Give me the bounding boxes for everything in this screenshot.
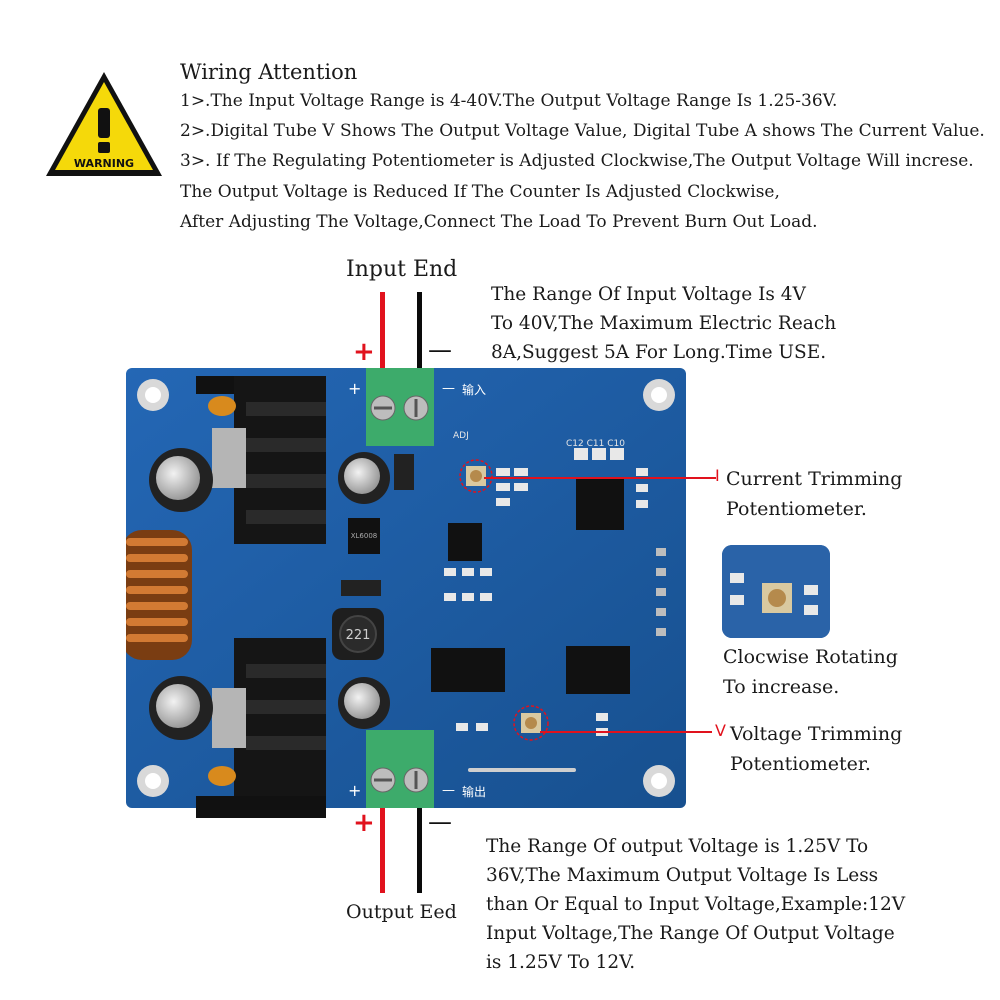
board-output-plus: + (348, 781, 361, 800)
output-terminal-block[interactable] (366, 730, 434, 808)
attention-line-4: The Output Voltage is Reduced If The Cou… (180, 182, 780, 202)
input-terminal-block[interactable] (366, 368, 434, 446)
clockwise-line: Clocwise Rotating (723, 646, 898, 668)
heatsink-bottom (196, 638, 326, 818)
input-range-line: To 40V,The Maximum Electric Reach (491, 313, 837, 334)
sense-resistor (341, 580, 381, 596)
capacitor-center-bottom (338, 677, 390, 729)
output-negative-wire (417, 808, 422, 893)
clockwise-line: To increase. (723, 676, 840, 698)
input-range-description: The Range Of Input Voltage Is 4V To 40V,… (491, 280, 836, 367)
board-input-plus: + (348, 379, 361, 398)
voltage-trim-line: Potentiometer. (730, 753, 871, 775)
input-range-line: 8A,Suggest 5A For Long.Time USE. (491, 342, 827, 363)
input-minus-sign: — (428, 336, 452, 364)
input-end-label: Input End (346, 257, 458, 282)
output-range-line: is 1.25V To 12V. (486, 952, 636, 973)
attention-line-2: 2>.Digital Tube V Shows The Output Volta… (180, 121, 985, 141)
output-minus-sign: — (428, 808, 452, 836)
output-range-description: The Range Of output Voltage is 1.25V To … (486, 832, 905, 977)
ic-chip-xl: XL6008 (348, 518, 380, 554)
caps-label: C12 C11 C10 (566, 439, 625, 449)
ceramic-capacitor (208, 766, 236, 786)
current-potentiometer[interactable] (459, 459, 493, 493)
ic-chip-right (566, 646, 630, 694)
current-trim-label: Current Trimming Potentiometer. (726, 464, 902, 524)
input-plus-sign: + (353, 337, 375, 367)
voltage-potentiometer[interactable] (513, 705, 549, 741)
board-output-minus: — (442, 783, 455, 798)
input-range-line: The Range Of Input Voltage Is 4V (491, 284, 806, 305)
output-positive-wire (380, 808, 385, 893)
zoom-image (722, 545, 830, 638)
board-output-text: 输出 (462, 784, 486, 799)
toroid-inductor (126, 530, 192, 660)
ceramic-capacitor (208, 396, 236, 416)
output-range-line: 36V,The Maximum Output Voltage Is Less (486, 865, 879, 886)
capacitor-left-bottom (149, 676, 213, 740)
output-range-line: than Or Equal to Input Voltage,Example:1… (486, 894, 906, 915)
inductor-code: 221 (346, 628, 371, 643)
attention-line-5: After Adjusting The Voltage,Connect The … (180, 212, 818, 232)
ic-chip-left (431, 648, 505, 692)
ic-chip-display-driver (576, 478, 624, 530)
converter-board: 221 XL6008 ADJ C12 C11 C10 (126, 368, 686, 818)
voltage-callout-line (540, 731, 712, 733)
diode (394, 454, 414, 490)
clockwise-rotating-note: Clocwise Rotating To increase. (723, 642, 898, 702)
chip-label: XL6008 (351, 532, 378, 540)
attention-line-3: 3>. If The Regulating Potentiometer is A… (180, 151, 974, 171)
input-negative-wire (417, 292, 422, 372)
smd-inductor: 221 (332, 608, 384, 660)
voltage-trim-line: Voltage Trimming (730, 723, 903, 745)
output-end-label: Output Eed (346, 901, 457, 923)
mounting-holes (137, 379, 675, 797)
output-plus-sign: + (353, 808, 375, 838)
attention-line-1: 1>.The Input Voltage Range is 4-40V.The … (180, 91, 838, 111)
board-input-minus: — (442, 381, 455, 396)
capacitor-left-top (149, 448, 213, 512)
voltage-marker: V (715, 721, 726, 740)
adj-label: ADJ (453, 431, 469, 441)
board-input-text: 输入 (462, 382, 486, 397)
capacitor-center-top (338, 452, 390, 504)
ic-chip-opamp (448, 523, 482, 561)
potentiometer-zoom-inset (722, 545, 830, 638)
output-range-line: Input Voltage,The Range Of Output Voltag… (486, 923, 895, 944)
heatsink-top (196, 376, 326, 544)
header-pins (656, 548, 666, 636)
warning-label: WARNING (74, 157, 134, 170)
output-range-line: The Range Of output Voltage is 1.25V To (486, 836, 869, 857)
current-trim-line: Current Trimming (726, 468, 903, 490)
current-trim-line: Potentiometer. (726, 498, 867, 520)
wiring-attention-title: Wiring Attention (180, 60, 358, 84)
current-marker: I (715, 466, 720, 485)
current-callout-line (484, 477, 716, 479)
warning-icon: WARNING (46, 72, 162, 176)
voltage-trim-label: Voltage Trimming Potentiometer. (730, 719, 902, 779)
input-positive-wire (380, 292, 385, 372)
